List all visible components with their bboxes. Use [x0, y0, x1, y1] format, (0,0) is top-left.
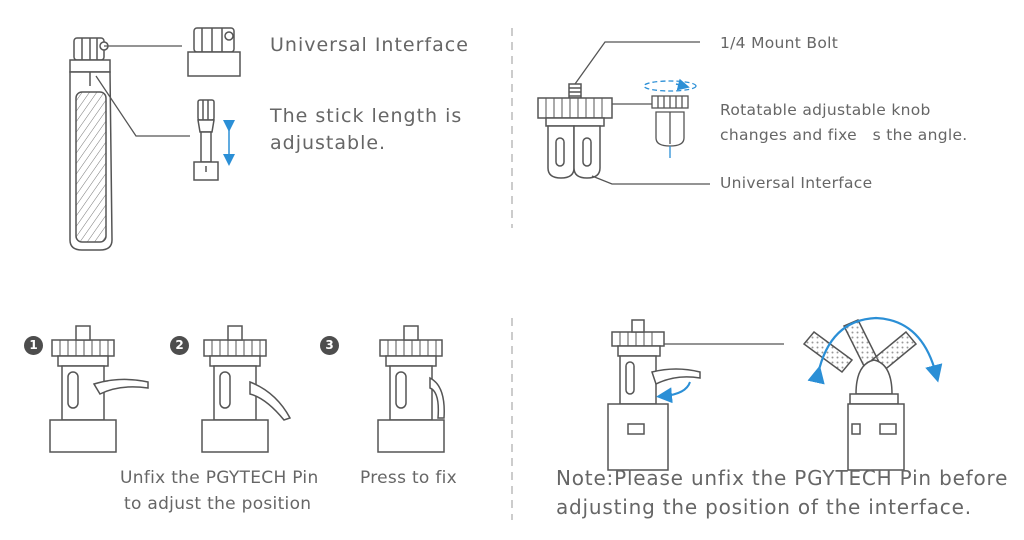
step-3-illustration: [377, 325, 445, 453]
step-2-badge: 2: [170, 336, 189, 355]
note-line2: adjusting the position of the interface.: [556, 495, 972, 519]
angle-arrow: [807, 316, 943, 385]
angle-adjust-illustration: [802, 319, 918, 471]
universal-interface-label-left: Universal Interface: [270, 34, 469, 56]
telescopic-stick-illustration: [193, 99, 219, 181]
press-to-fix-label: Press to fix: [360, 468, 457, 488]
step-1-badge: 1: [24, 336, 43, 355]
knob-label-line1: Rotatable adjustable knob: [720, 101, 931, 119]
rotate-arrow: [656, 381, 691, 404]
rotatable-knob-illustration: [643, 80, 697, 147]
mount-adapter-illustration: [537, 83, 613, 179]
stick-length-label-line1: The stick length is: [270, 105, 463, 127]
universal-interface-label-right: Universal Interface: [720, 174, 873, 192]
step-1-illustration: [49, 325, 149, 453]
unfix-label-line1: Unfix the PGYTECH Pin: [120, 468, 319, 488]
mount-bolt-label: 1/4 Mount Bolt: [720, 34, 839, 52]
note-line1: Note:Please unfix the PGYTECH Pin before: [556, 466, 1009, 490]
step-3-badge: 3: [320, 336, 339, 355]
unfix-label-line2: to adjust the position: [124, 494, 312, 514]
step-2-illustration: [201, 325, 292, 453]
knob-label-line2: changes and fixe s the angle.: [720, 126, 968, 144]
handheld-stick-illustration: [69, 37, 113, 251]
mount-on-stick-illustration: [607, 319, 701, 471]
stick-length-label-line2: adjustable.: [270, 132, 387, 154]
universal-interface-illustration: [187, 27, 241, 77]
